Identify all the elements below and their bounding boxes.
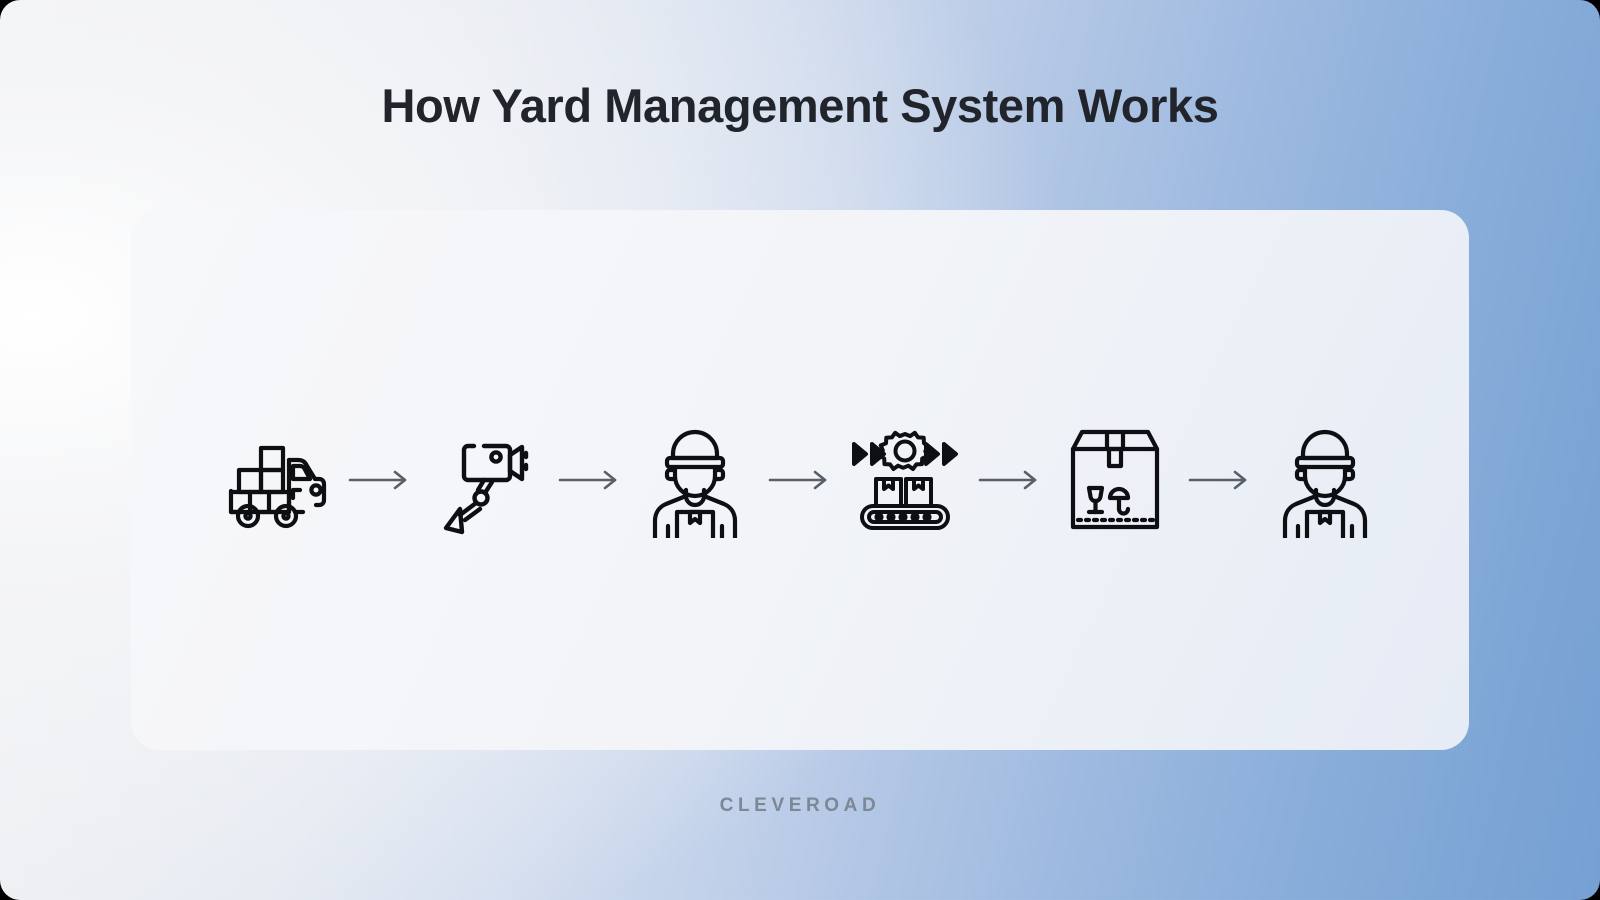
flow-step-5 (1053, 418, 1177, 542)
arrow-right-icon (978, 469, 1042, 491)
flow-step-3 (633, 418, 757, 542)
delivery-truck-with-boxes-icon (219, 424, 331, 536)
flow-arrow-5 (1177, 465, 1263, 495)
page-title: How Yard Management System Works (381, 79, 1219, 132)
process-flow-row (131, 210, 1469, 750)
security-camera-icon (432, 424, 538, 536)
flow-arrow-4 (967, 465, 1053, 495)
flow-arrow-3 (757, 465, 843, 495)
conveyor-belt-with-gear-icon (848, 424, 962, 536)
warehouse-worker-with-package-icon (1270, 422, 1380, 538)
flow-arrow-2 (547, 465, 633, 495)
arrow-right-icon (1188, 469, 1252, 491)
cardboard-box-fragile-icon (1060, 426, 1170, 534)
flow-step-2 (423, 418, 547, 542)
flow-step-4 (843, 418, 967, 542)
flow-step-1 (213, 418, 337, 542)
arrow-right-icon (348, 469, 412, 491)
brand-wordmark: CLEVEROAD (719, 795, 881, 816)
arrow-right-icon (768, 469, 832, 491)
flow-arrow-1 (337, 465, 423, 495)
warehouse-worker-with-package-icon (640, 422, 750, 538)
arrow-right-icon (558, 469, 622, 491)
flow-step-6 (1263, 418, 1387, 542)
flow-card (131, 210, 1469, 750)
